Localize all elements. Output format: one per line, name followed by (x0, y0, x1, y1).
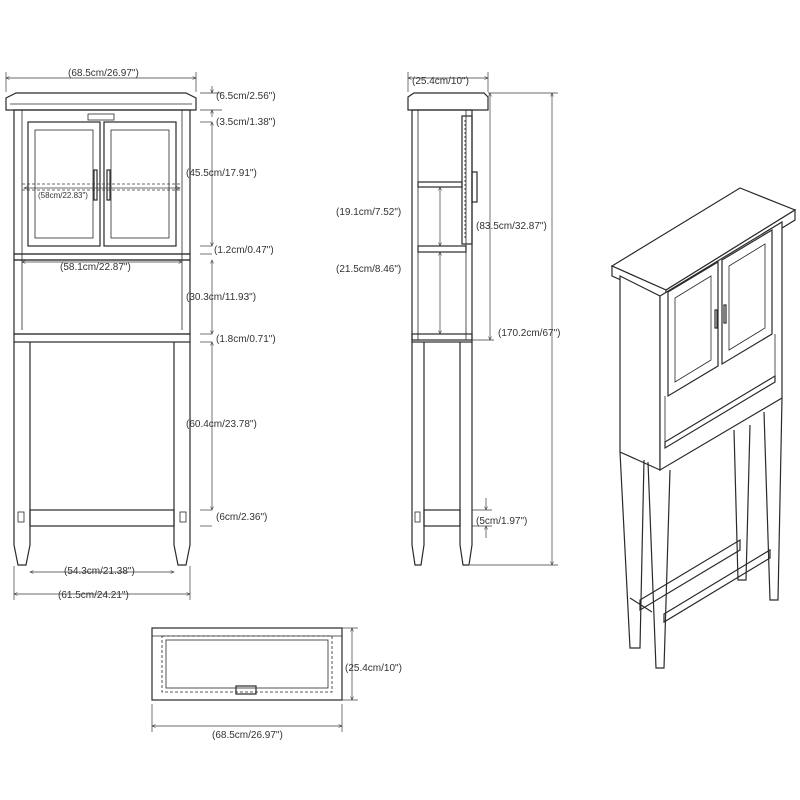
top-view-outline (151, 627, 343, 701)
front-cabinet-body (13, 109, 191, 255)
side-handle (471, 171, 478, 203)
side-shelf-spacing-2-label: (21.5cm/8.46") (336, 264, 401, 275)
front-right-leg (173, 342, 191, 566)
front-crown-height-label: (6.5cm/2.56") (216, 91, 276, 102)
side-door-edge (461, 115, 473, 245)
isometric-view (610, 187, 797, 669)
front-overall-leg-width-label: (61.5cm/24.21") (58, 590, 129, 601)
side-shelf-2 (417, 245, 467, 253)
iso-left-front-leg (619, 451, 645, 649)
iso-shelf (664, 374, 776, 450)
front-left-handle (93, 169, 98, 201)
iso-cabinet-side (619, 275, 661, 471)
iso-bottom-rail (639, 538, 741, 612)
front-right-handle (106, 169, 111, 201)
side-view (407, 92, 489, 566)
top-view-handle (235, 685, 257, 695)
side-total-height-label: (170.2cm/67") (498, 328, 560, 339)
side-shelf-1 (417, 181, 463, 188)
front-top-gap-label: (3.5cm/1.38") (216, 117, 276, 128)
front-open-height-label: (30.3cm/11.93") (186, 292, 256, 303)
front-shelf-width-label: (58.1cm/22.87") (60, 262, 131, 273)
side-crown (407, 92, 489, 111)
front-shelf-thickness-2-label: (1.8cm/0.71") (216, 334, 276, 345)
front-view (5, 92, 197, 566)
front-inner-shelf-width-label: (58cm/22.83") (38, 191, 88, 200)
front-shelf-thickness-1-label: (1.2cm/0.47") (214, 245, 274, 256)
side-depth-top-label: (25.4cm/10") (412, 76, 469, 87)
top-view (151, 627, 343, 701)
side-cabinet-body (411, 109, 473, 341)
front-leg-height-label: (60.4cm/23.78") (186, 419, 257, 430)
front-crown (5, 92, 197, 111)
front-inner-leg-width-label: (54.3cm/21.38") (64, 566, 135, 577)
side-back-leg (459, 342, 473, 566)
top-depth-label: (25.4cm/10") (345, 663, 402, 674)
front-shelf-2 (13, 333, 191, 343)
side-bottom-rail (423, 509, 461, 527)
front-dimensions (6, 72, 222, 600)
top-dimensions (152, 628, 358, 732)
front-shelf-1 (13, 253, 191, 261)
front-width-top-label: (68.5cm/26.97") (68, 68, 139, 79)
side-front-leg (411, 342, 425, 566)
iso-right-door (721, 228, 773, 366)
front-door-height-label: (45.5cm/17.91") (186, 168, 257, 179)
top-width-label: (68.5cm/26.97") (212, 730, 283, 741)
side-foot-height-label: (5cm/1.97") (476, 516, 527, 527)
side-cabinet-height-label: (83.5cm/32.87") (476, 221, 547, 232)
front-bottom-rail (29, 509, 175, 527)
iso-right-front-leg (733, 424, 751, 581)
side-shelf-3 (411, 333, 473, 343)
front-foot-height-label: (6cm/2.36") (216, 512, 267, 523)
side-dimensions (408, 72, 558, 565)
front-left-leg (13, 342, 31, 566)
iso-left-door (667, 260, 719, 398)
side-shelf-spacing-1-label: (19.1cm/7.52") (336, 207, 401, 218)
